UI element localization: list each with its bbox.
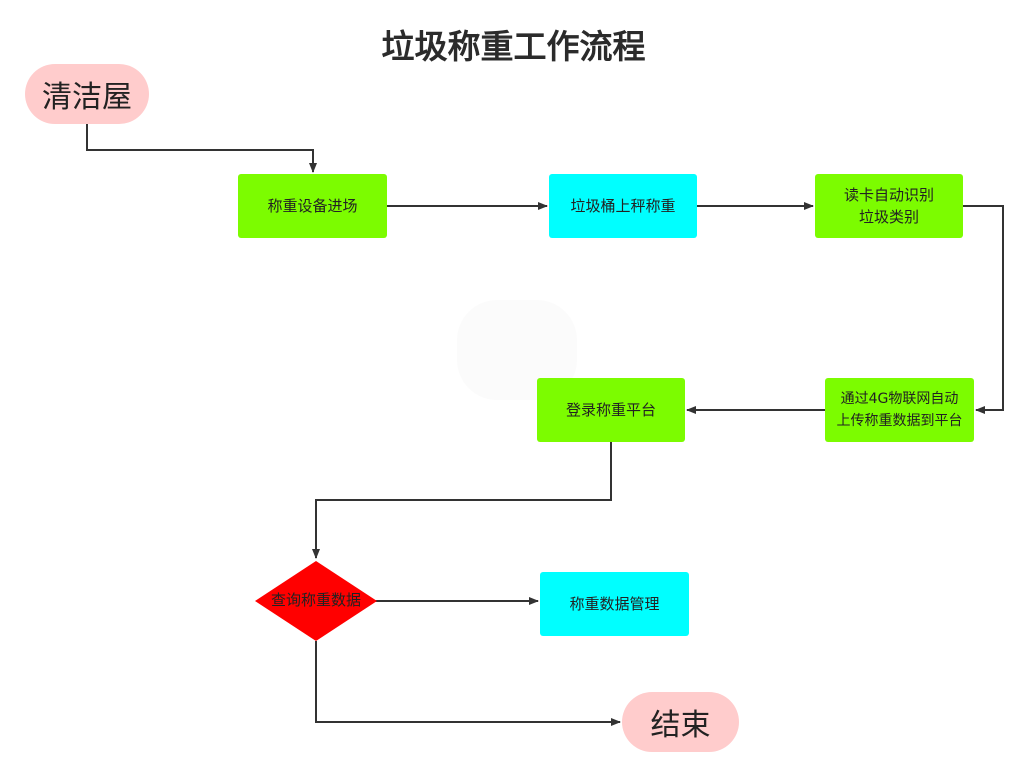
bin-weigh-box: 垃圾桶上秤称重 xyxy=(549,174,697,238)
card-identify-box: 读卡自动识别 垃圾类别 xyxy=(815,174,963,238)
edge-card-to-upload xyxy=(963,205,1004,414)
upload-4g-box: 通过4G物联网自动 上传称重数据到平台 xyxy=(825,378,974,442)
end-label: 结束 xyxy=(650,708,711,743)
login-platform-box: 登录称重平台 xyxy=(537,378,685,442)
query-data-label: 查询称重数据 xyxy=(270,591,361,609)
bin-weigh-label: 垃圾桶上秤称重 xyxy=(570,197,676,215)
upload-4g-label: 通过4G物联网自动 上传称重数据到平台 xyxy=(836,391,963,429)
diagram-title: 垃圾称重工作流程 xyxy=(381,27,646,66)
start-terminal: 清洁屋 xyxy=(25,64,149,124)
login-platform-label: 登录称重平台 xyxy=(565,401,656,419)
edge-start-to-equipment xyxy=(86,124,317,173)
data-manage-label: 称重数据管理 xyxy=(569,595,660,613)
card-identify-label: 读卡自动识别 垃圾类别 xyxy=(843,186,934,226)
end-terminal: 结束 xyxy=(622,692,739,752)
edge-login-to-query xyxy=(312,441,612,559)
decision-diamond-shape xyxy=(255,561,377,641)
edge-query-to-end xyxy=(315,641,621,726)
start-label: 清洁屋 xyxy=(42,80,132,115)
equipment-enter-box: 称重设备进场 xyxy=(238,174,387,238)
equipment-enter-label: 称重设备进场 xyxy=(267,197,358,215)
data-manage-box: 称重数据管理 xyxy=(540,572,689,636)
